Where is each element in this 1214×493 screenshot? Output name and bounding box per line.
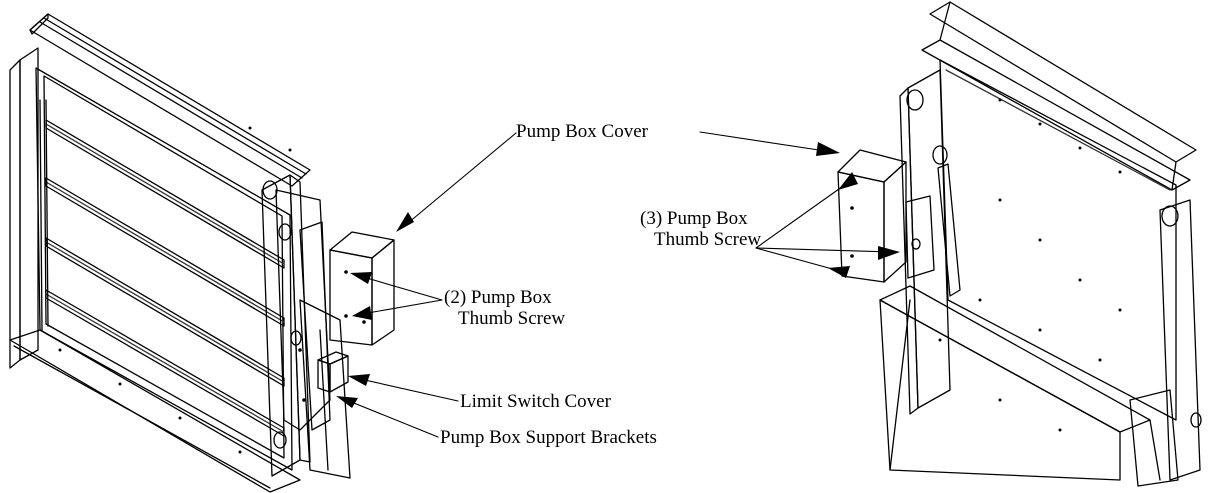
pump-box-support-brackets-label: Pump Box Support Brackets [440,427,657,448]
pump-box-thumb-screw-2-line1: (2) Pump Box [444,287,552,308]
pump-box-thumb-screw-3-line2: Thumb Screw [654,229,762,250]
pump-box-thumb-screw-3-line1: (3) Pump Box [640,208,748,229]
left-door-assembly [9,13,395,493]
pump-box-cover-label: Pump Box Cover [516,121,648,142]
limit-switch-cover-label: Limit Switch Cover [460,391,611,412]
pump-box-thumb-screw-2-line2: Thumb Screw [458,308,566,329]
leader-lines [343,131,893,438]
pump-box-thumb-screw-2-label: (2) Pump Box Thumb Screw [444,287,565,329]
arrowheads [336,142,900,408]
right-rear-assembly [837,1,1202,487]
pump-box-thumb-screw-3-label: (3) Pump Box Thumb Screw [640,208,761,250]
